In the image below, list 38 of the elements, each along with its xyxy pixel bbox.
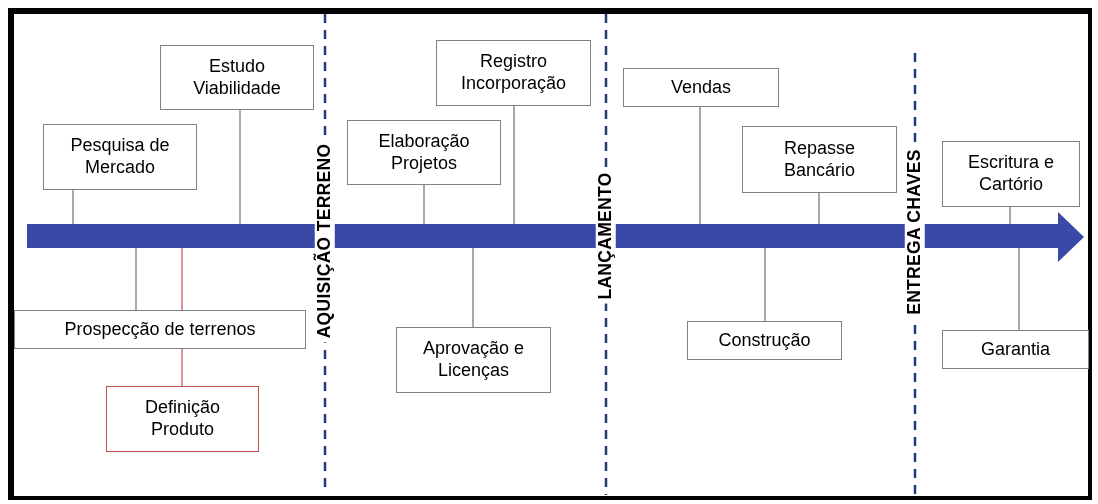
process-box xyxy=(742,126,897,193)
connector-line xyxy=(135,247,137,311)
process-box xyxy=(436,40,591,106)
box-text: Registro Incorporação xyxy=(459,51,568,95)
connector-line xyxy=(181,348,183,387)
process-box xyxy=(106,386,259,452)
connector-line xyxy=(513,105,515,225)
process-box xyxy=(687,321,842,360)
box-text: Repasse Bancário xyxy=(782,137,856,182)
connector-line xyxy=(699,106,701,225)
process-box xyxy=(14,310,306,349)
box-text: Pesquisa de Mercado xyxy=(69,135,171,179)
box-text: Garantia xyxy=(980,338,1050,361)
process-box xyxy=(43,124,197,190)
box-text: Vendas xyxy=(670,76,732,99)
process-box xyxy=(623,68,779,107)
connector-line xyxy=(1018,247,1020,331)
process-box xyxy=(942,141,1080,207)
connector-line xyxy=(818,192,820,225)
process-box xyxy=(396,327,551,393)
connector-line xyxy=(72,189,74,225)
box-text: Escritura e Cartório xyxy=(967,152,1055,196)
milestone-label: AQUISIÇÃO TERRENO xyxy=(315,139,335,343)
connector-line xyxy=(764,247,766,322)
box-text: Elaboração Projetos xyxy=(377,130,471,175)
process-box xyxy=(942,330,1089,369)
process-box xyxy=(347,120,501,185)
box-text: Estudo Viabilidade xyxy=(192,55,282,100)
box-text: Prospecção de terrenos xyxy=(64,318,256,341)
process-box xyxy=(160,45,314,110)
box-text: Construção xyxy=(718,329,811,352)
connector-line xyxy=(239,109,241,225)
connector-line xyxy=(423,184,425,225)
connector-line xyxy=(1009,206,1011,225)
connector-line xyxy=(472,247,474,328)
box-text: Aprovação e Licenças xyxy=(421,338,526,382)
connector-line xyxy=(181,247,183,311)
box-text: Definição Produto xyxy=(143,397,221,441)
